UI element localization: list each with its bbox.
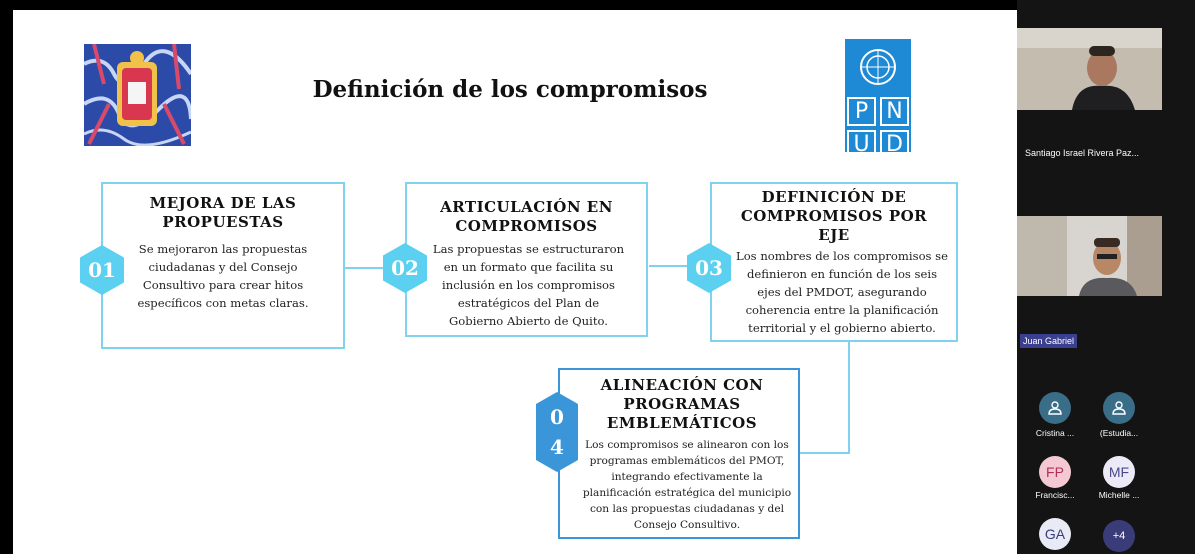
step-number-top: 0 [550, 405, 564, 429]
person-video-icon [1017, 28, 1162, 110]
participant-avatar[interactable]: MF [1103, 456, 1135, 488]
step-card-4: ALINEACIÓN CON PROGRAMAS EMBLEMÁTICOS Lo… [558, 368, 800, 539]
user-icon [1048, 401, 1062, 415]
step-number-badge: 0 4 [536, 392, 578, 472]
step-title: DEFINICIÓN DE COMPROMISOS POR EJE [740, 188, 928, 244]
step-title: MEJORA DE LAS PROPUESTAS [149, 194, 297, 231]
person-video-icon [1017, 216, 1162, 296]
connector-line [848, 342, 850, 454]
undp-logo: P N U D [845, 39, 911, 159]
quito-coat-of-arms-logo [84, 44, 191, 146]
logo-letter: D [880, 130, 909, 159]
connector-line [649, 265, 711, 267]
participant-label: (Estudia... [1099, 428, 1139, 438]
participant-label: Michelle ... [1098, 490, 1140, 500]
participant-avatar[interactable]: GA [1039, 518, 1071, 550]
participant-label: Francisc... [1035, 490, 1075, 500]
participant-label: Cristina ... [1035, 428, 1075, 438]
participant-video-tile[interactable] [1017, 216, 1162, 296]
step-text: Se mejoraron las propuestas ciudadanas y… [137, 242, 309, 310]
un-emblem-icon [860, 49, 896, 85]
logo-letter: N [880, 97, 909, 126]
participant-avatar[interactable] [1039, 392, 1071, 424]
step-card-2: ARTICULACIÓN EN COMPROMISOS Las propuest… [405, 182, 648, 337]
step-text: Los compromisos se alinearon con los pro… [582, 439, 792, 531]
participant-avatar[interactable]: FP [1039, 456, 1071, 488]
step-number-bottom: 4 [550, 435, 564, 459]
participant-name-badge: Juan Gabriel [1020, 334, 1078, 348]
step-card-1: MEJORA DE LAS PROPUESTAS Se mejoraron la… [101, 182, 345, 349]
participant-name: Santiago Israel Rivera Paz... [1025, 148, 1140, 158]
connector-line [343, 267, 407, 269]
connector-line [799, 452, 850, 454]
participant-avatar[interactable] [1103, 392, 1135, 424]
logo-letter: P [847, 97, 876, 126]
logo-letter: U [847, 130, 876, 159]
more-participants-button[interactable]: +4 [1103, 520, 1135, 552]
step-number-badge: 02 [383, 243, 427, 293]
participant-video-tile[interactable] [1017, 28, 1162, 110]
step-title: ALINEACIÓN CON PROGRAMAS EMBLEMÁTICOS [600, 376, 764, 432]
user-icon [1112, 401, 1126, 415]
step-text: Las propuestas se estructuraron en un fo… [432, 242, 625, 328]
slide-title: Definición de los compromisos [312, 76, 708, 103]
step-title: ARTICULACIÓN EN COMPROMISOS [440, 198, 613, 235]
step-card-3: DEFINICIÓN DE COMPROMISOS POR EJE Los no… [710, 182, 958, 342]
step-text: Los nombres de los compromisos se defini… [736, 249, 948, 335]
